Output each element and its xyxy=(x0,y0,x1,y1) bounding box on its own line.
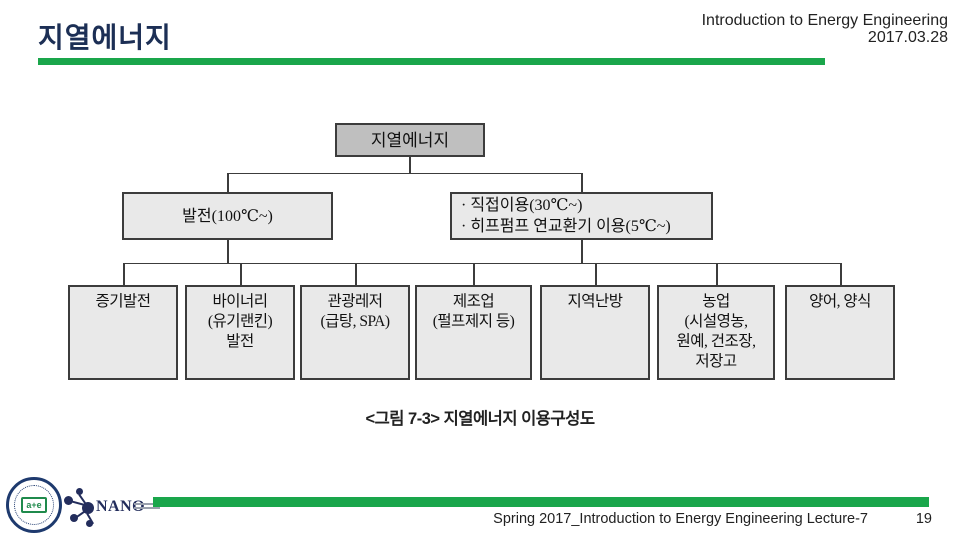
molecule-icon xyxy=(70,514,78,522)
header-date: 2017.03.28 xyxy=(867,29,948,46)
node-label-line: (시설영농, xyxy=(684,313,748,330)
connector-line xyxy=(227,173,229,192)
node-label-line: 농업 xyxy=(702,293,730,310)
node-direct-use: · 직접이용(30℃~) · 히프펌프 연교환기 이용(5℃~) xyxy=(450,192,713,240)
molecule-icon xyxy=(64,496,73,505)
university-seal-logo: a+e xyxy=(6,477,62,533)
connector-line xyxy=(581,173,583,192)
node-district-heating: 지역난방 xyxy=(540,285,650,380)
title-underline-bar xyxy=(38,58,825,65)
connector-line xyxy=(473,263,475,285)
figure-caption: <그림 7-3> 지열에너지 이용구성도 xyxy=(365,410,595,428)
connector-line xyxy=(716,263,718,285)
node-tourism-leisure: 관광레저 (급탕, SPA) xyxy=(300,285,410,380)
page-number: 19 xyxy=(915,511,932,527)
connector-line xyxy=(840,263,842,285)
nano-logo-text: NANO xyxy=(96,498,146,515)
node-label-line: 바이너리 xyxy=(212,293,268,310)
node-label-line: (유기랜킨) xyxy=(207,313,273,330)
molecule-icon xyxy=(76,488,83,495)
node-label-line: · 직접이용(30℃~) xyxy=(461,197,583,214)
nano-logo-tagline xyxy=(134,503,168,511)
node-power-generation: 발전(100℃~) xyxy=(122,192,333,240)
node-label-line: · 히프펌프 연교환기 이용(5℃~) xyxy=(461,218,671,235)
molecule-icon xyxy=(86,520,93,527)
node-binary-power: 바이너리 (유기랜킨) 발전 xyxy=(185,285,295,380)
node-label-line: 관광레저 xyxy=(327,293,383,310)
header-course-name: Introduction to Energy Engineering xyxy=(701,12,948,29)
node-label-line: 제조업 xyxy=(452,293,495,310)
node-label-line: 증기발전 xyxy=(95,293,151,310)
tagline-line xyxy=(134,503,168,505)
connector-line xyxy=(581,240,583,263)
node-label-line: 저장고 xyxy=(695,353,737,370)
node-agriculture: 농업 (시설영농, 원예, 건조장, 저장고 xyxy=(657,285,775,380)
connector-line xyxy=(123,263,125,285)
connector-line xyxy=(355,263,357,285)
diagram-root-label: 지열에너지 xyxy=(370,130,450,150)
node-fish-farming: 양어, 양식 xyxy=(785,285,895,380)
node-label: 발전(100℃~) xyxy=(182,207,273,225)
node-manufacturing: 제조업 (펄프제지 등) xyxy=(415,285,532,380)
connector-line xyxy=(409,157,411,173)
connector-line xyxy=(595,263,597,285)
connector-line xyxy=(227,240,229,263)
footer-accent-bar xyxy=(153,497,929,507)
footer-lecture-label: Spring 2017_Introduction to Energy Engin… xyxy=(493,511,868,527)
header-course-info: Introduction to Energy Engineering 2017.… xyxy=(702,12,948,46)
connector-line xyxy=(227,172,583,174)
node-label-line: (급탕, SPA) xyxy=(320,313,390,330)
node-label-line: 지역난방 xyxy=(567,293,623,310)
node-label-line: 원예, 건조장, xyxy=(676,333,756,350)
node-steam-power: 증기발전 xyxy=(68,285,178,380)
seal-emblem: a+e xyxy=(21,497,47,513)
node-label-line: 양어, 양식 xyxy=(809,293,871,310)
connector-line xyxy=(240,263,242,285)
node-label-line: 발전 xyxy=(226,333,254,350)
seal-inner-ring: a+e xyxy=(14,485,54,525)
node-label-line: (펄프제지 등) xyxy=(432,313,515,330)
connector-line xyxy=(123,262,840,264)
page-title: 지열에너지 xyxy=(38,22,172,53)
tagline-line xyxy=(134,507,160,509)
diagram-root-node: 지열에너지 xyxy=(335,123,485,157)
nano-lab-logo: NANO xyxy=(62,486,168,530)
